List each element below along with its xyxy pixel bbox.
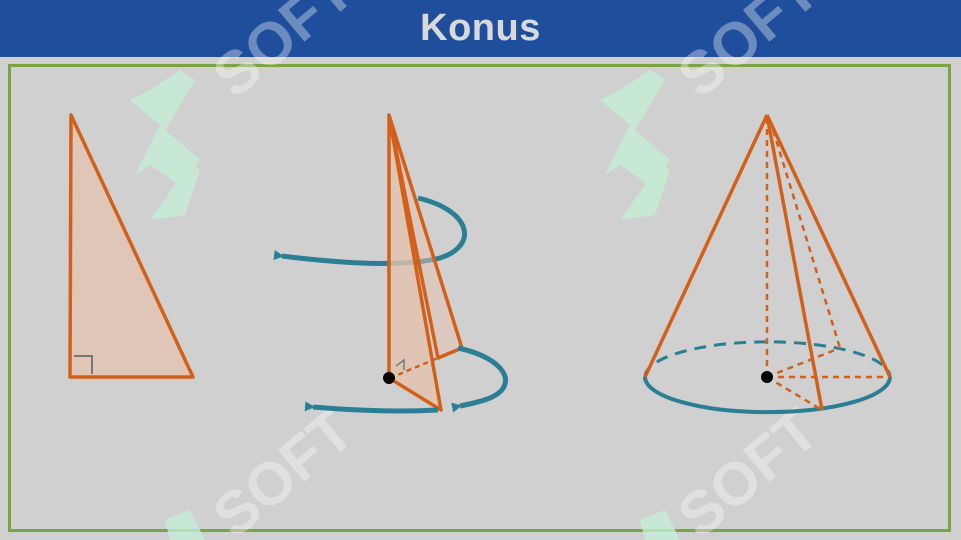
right-triangle-figure [68,113,195,379]
upper-rotation-arrow [273,195,468,266]
watermark-logo-3 [165,510,205,540]
watermark-logo-4 [640,510,680,540]
watermark-text-1: SOFT [200,0,366,110]
lower-rotation-arrow-left [304,401,439,414]
right-angle-marker [74,355,93,374]
rotated-triangle [387,113,464,360]
title-bar: Konus [0,0,961,57]
axis-triangle [387,113,443,412]
watermark-text-2: SOFT [665,0,831,110]
watermark-text-4: SOFT [665,396,831,540]
cone-left-edge [643,114,769,378]
watermark-logo-2 [600,70,670,220]
watermark-text-3: SOFT [200,396,366,540]
cone-right-edge [765,114,892,378]
cone-base-front [643,376,892,415]
rotation-center-point [383,372,395,384]
cone-slant-front [765,114,824,411]
cone-figure [643,114,892,415]
page-title: Konus [420,7,541,49]
small-angle-marker [395,358,405,370]
rotating-triangle-figure [273,113,508,414]
cone-slant-hidden [768,119,842,349]
right-triangle [68,113,195,379]
cone-radius-3 [766,346,841,379]
lower-rotation-arrow-right [451,345,508,413]
watermark-logo-1 [130,70,200,220]
cone-base-back [643,340,892,378]
cone-center-point [761,371,773,383]
